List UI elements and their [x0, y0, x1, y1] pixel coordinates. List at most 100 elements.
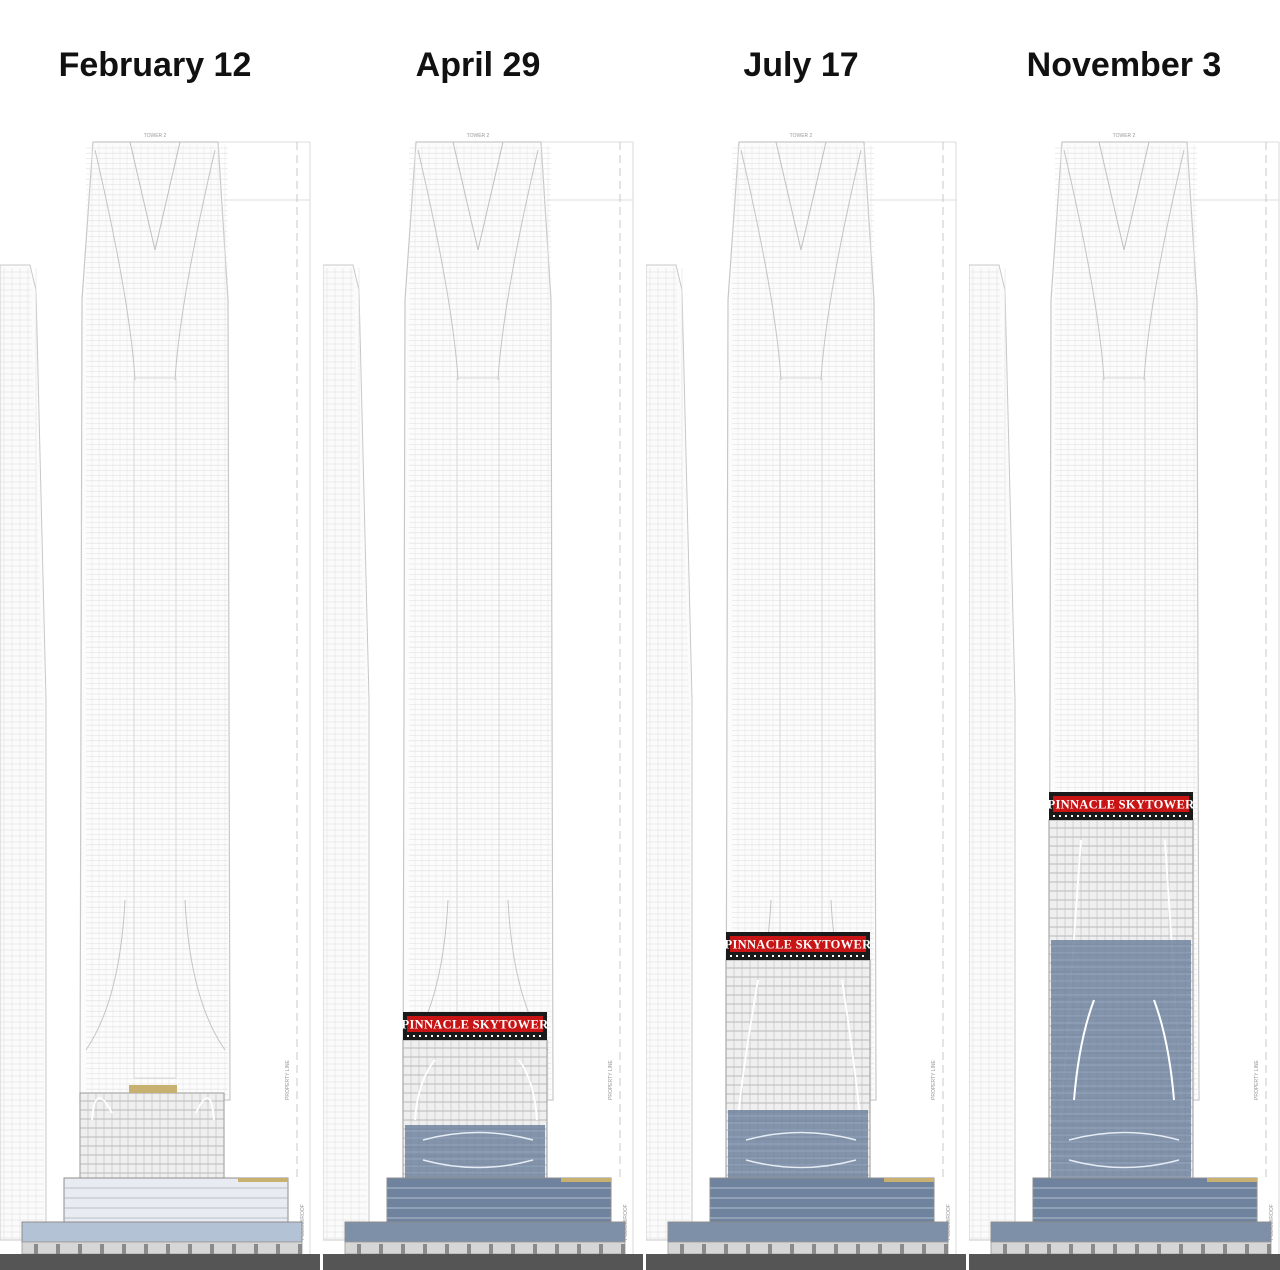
sign-light	[443, 1035, 445, 1037]
panel-title-2: April 29	[415, 46, 541, 84]
neighbor-tower	[323, 264, 370, 1241]
sign-banner: PINNACLE SKYTOWER	[1048, 792, 1196, 820]
podium-upper	[1032, 1177, 1258, 1223]
sign-light	[1101, 815, 1103, 817]
street-column	[1113, 1244, 1117, 1254]
sign-light	[485, 1035, 487, 1037]
sign-light	[455, 1035, 457, 1037]
neighbor-tower	[0, 264, 47, 1241]
neighbor-tower-outline	[323, 264, 370, 1241]
sign-light	[1077, 815, 1079, 817]
street-column	[122, 1244, 126, 1254]
sign-light	[527, 1035, 529, 1037]
podium-upper	[709, 1177, 935, 1223]
sign-light	[503, 1035, 505, 1037]
crown-curves	[740, 149, 862, 381]
street-column	[1201, 1244, 1205, 1254]
street-column	[144, 1244, 148, 1254]
sign-banner: PINNACLE SKYTOWER	[402, 1012, 549, 1040]
sign-face	[1053, 796, 1189, 812]
street-column	[254, 1244, 258, 1254]
crown-chevron	[452, 141, 504, 251]
street-level	[21, 1241, 303, 1255]
podium-gold-trim	[561, 1178, 611, 1182]
sign-light	[509, 1035, 511, 1037]
street-column	[1179, 1244, 1183, 1254]
glazing	[1051, 940, 1191, 1180]
street-column	[1135, 1244, 1139, 1254]
glazing	[728, 1110, 868, 1180]
street-column	[944, 1244, 948, 1254]
sign-light	[515, 1035, 517, 1037]
sign-light	[1089, 815, 1091, 817]
street-level	[667, 1241, 949, 1255]
tower-label: TOWER 2	[790, 133, 813, 139]
sign-light	[539, 1035, 541, 1037]
street-column	[276, 1244, 280, 1254]
street-column	[210, 1244, 214, 1254]
podium-label: PODIUM/ROOF	[1269, 1204, 1275, 1240]
street-column	[856, 1244, 860, 1254]
sign-light	[449, 1035, 451, 1037]
crown-chevron	[1098, 141, 1150, 251]
glazing-panel	[405, 1125, 545, 1180]
neighbor-tower-outline	[646, 264, 693, 1241]
property-line-label: PROPERTY LINE	[285, 1060, 291, 1100]
sign-light	[1095, 815, 1097, 817]
sign-text: PINNACLE SKYTOWER	[1048, 798, 1196, 812]
street-column	[834, 1244, 838, 1254]
podium	[344, 1177, 626, 1255]
sign-light	[820, 955, 822, 957]
street-column	[922, 1244, 926, 1254]
street-column	[599, 1244, 603, 1254]
panel-title-4: November 3	[1026, 46, 1222, 84]
sign-light	[754, 955, 756, 957]
panel-title-3: July 17	[743, 46, 859, 84]
main-tower	[79, 141, 231, 1101]
podium	[667, 1177, 949, 1255]
podium-lower	[21, 1221, 303, 1243]
street-column	[1267, 1244, 1271, 1254]
street-column	[1025, 1244, 1029, 1254]
neighbor-tower-outline	[969, 264, 1016, 1241]
street-column	[1003, 1244, 1007, 1254]
street-column	[188, 1244, 192, 1254]
sign-light	[1179, 815, 1181, 817]
sign-light	[790, 955, 792, 957]
street-column	[423, 1244, 427, 1254]
street-column	[533, 1244, 537, 1254]
sign-light	[1125, 815, 1127, 817]
street-column	[1157, 1244, 1161, 1254]
podium-lower	[344, 1221, 626, 1243]
podium-lower	[990, 1221, 1272, 1243]
podium-gold-trim	[1207, 1178, 1257, 1182]
podium-gold-trim	[884, 1178, 934, 1182]
street-column	[467, 1244, 471, 1254]
glazing-wave	[422, 1131, 534, 1169]
street-column	[357, 1244, 361, 1254]
sign-light	[1059, 815, 1061, 817]
sign-light	[461, 1035, 463, 1037]
base-curves	[85, 899, 226, 1051]
podium-label: PODIUM/ROOF	[300, 1204, 306, 1240]
sign-light	[467, 1035, 469, 1037]
sign-light	[1155, 815, 1157, 817]
crown-curves	[1063, 149, 1185, 381]
crown-chevron	[129, 141, 181, 251]
street-column	[680, 1244, 684, 1254]
podium-label: PODIUM/ROOF	[946, 1204, 952, 1240]
street-column	[1047, 1244, 1051, 1254]
sign-light	[832, 955, 834, 957]
street-column	[724, 1244, 728, 1254]
street-column	[232, 1244, 236, 1254]
sign-light	[1167, 815, 1169, 817]
sign-light	[1137, 815, 1139, 817]
street-column	[511, 1244, 515, 1254]
neighbor-tower	[969, 264, 1016, 1241]
sign-light	[778, 955, 780, 957]
crown-chevron	[775, 141, 827, 251]
